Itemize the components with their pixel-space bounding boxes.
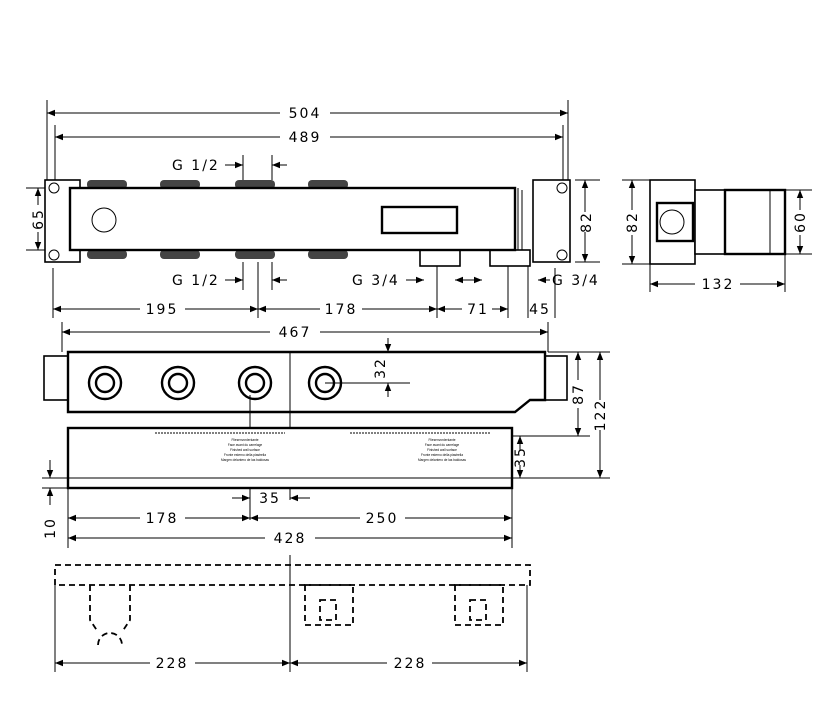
dim-spacing-71: 71 — [467, 302, 489, 318]
wall-surface-labels: Fliesenvorderkante Face avant du carrela… — [155, 432, 490, 462]
dim-outlet-thread-left: G 3/4 — [352, 273, 400, 289]
dim-bottom-gap: 10 — [43, 517, 59, 539]
inlet-ports — [87, 180, 531, 267]
dim-right-span: 228 — [394, 656, 427, 672]
front-body — [66, 350, 547, 414]
dim-plate-height: 35 — [513, 446, 529, 468]
right-bracket — [532, 179, 571, 263]
wall-label-en-2: Finished wall surface — [427, 448, 457, 452]
dim-left-to-center: 178 — [146, 511, 179, 527]
wall-label-en: Finished wall surface — [230, 448, 260, 452]
display-window — [380, 205, 459, 235]
wall-label-fr-2: Face avant du carrelage — [425, 443, 460, 447]
wall-label-es: Margen delantero de las baldosas — [221, 458, 269, 462]
bottom-view: 228 228 — [54, 555, 531, 672]
dim-front-body-height: 87 — [571, 383, 587, 405]
dim-center-to-right: 250 — [366, 511, 399, 527]
top-view: 504 489 G 1/2 82 65 G 1/2 G 3/4 G 3/4 — [26, 100, 600, 318]
dim-side-height: 82 — [625, 211, 641, 233]
side-view: 82 60 132 — [622, 179, 812, 293]
wall-label-de-2: Fliesenvorderkante — [428, 438, 455, 442]
dim-side-depth-height: 60 — [793, 211, 809, 233]
wall-label-fr: Face avant du carrelage — [228, 443, 263, 447]
spindle-circle — [91, 207, 117, 233]
dim-bracket-height: 82 — [579, 211, 595, 233]
dim-overall-width: 504 — [289, 106, 322, 122]
dim-port-offset: 32 — [373, 357, 389, 379]
dim-top-port-thread: G 1/2 — [172, 158, 220, 174]
dim-spacing-195: 195 — [146, 302, 179, 318]
dim-outlet-thread-right: G 3/4 — [552, 273, 600, 289]
dim-body-height: 65 — [31, 208, 47, 230]
wall-label-es-2: Margen delantero de las baldosas — [418, 458, 466, 462]
dim-front-width: 467 — [279, 325, 312, 341]
dim-left-span: 228 — [156, 656, 189, 672]
wall-label-de: Fliesenvorderkante — [231, 438, 258, 442]
dim-center-offset: 35 — [259, 491, 281, 507]
dim-side-depth: 132 — [702, 277, 735, 293]
wall-label-it: Fronte esterno della piastrella — [224, 453, 266, 457]
dim-spacing-178: 178 — [325, 302, 358, 318]
wall-label-it-2: Fronte esterno della piastrella — [421, 453, 463, 457]
dim-overall-height: 122 — [593, 399, 609, 432]
dim-bracket-width: 489 — [289, 130, 322, 146]
front-view: 467 32 Fliesenvorderkante Face avant du … — [42, 322, 610, 548]
dim-bottom-port-thread: G 1/2 — [172, 273, 220, 289]
dim-plate-width: 428 — [274, 531, 307, 547]
dim-spacing-45: 45 — [529, 302, 551, 318]
